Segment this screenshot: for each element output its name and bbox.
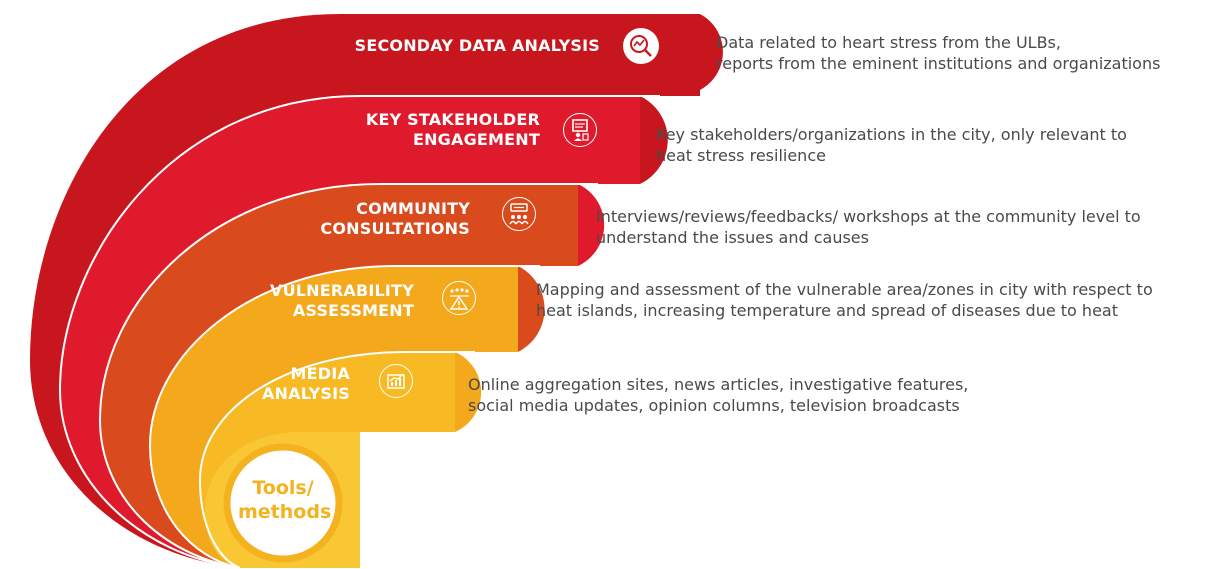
band-4-label-line-1: VULNERABILITY [270,281,414,300]
band-1-desc-line-1: Data related to heart stress from the UL… [716,33,1061,52]
center-label-line-2: methods [238,501,332,523]
band-4-description: Mapping and assessment of the vulnerable… [536,279,1153,321]
band-5-desc-line-2: social media updates, opinion columns, t… [468,396,960,415]
band-5-label-line-2: ANALYSIS [261,384,350,403]
band-3-label-line-1: COMMUNITY [356,199,470,218]
center-label: Tools/ methods [238,476,332,524]
band-2-label-line-1: KEY STAKEHOLDER [365,110,540,129]
band-1-label-line-1: SECONDAY DATA ANALYSIS [354,36,600,55]
community-meeting-icon [502,197,536,231]
band-2-label: KEY STAKEHOLDER ENGAGEMENT [366,110,540,150]
band-3-desc-line-2: understand the issues and causes [596,228,869,247]
band-3-description: Interviews/reviews/feedbacks/ workshops … [596,206,1141,248]
band-4-label: VULNERABILITY ASSESSMENT [270,281,414,321]
magnifier-chart-icon [623,28,659,64]
band-3-label-line-2: CONSULTATIONS [320,219,470,238]
center-circle [223,443,343,563]
band-2-desc-line-2: heat stress resilience [656,146,826,165]
media-chart-icon [379,364,413,398]
band-2-label-line-2: ENGAGEMENT [412,130,540,149]
band-5-label: MEDIA ANALYSIS [262,364,350,404]
band-4-desc-line-2: heat islands, increasing temperature and… [536,301,1118,320]
band-1-label: SECONDAY DATA ANALYSIS [355,36,600,56]
band-1-cap [660,14,723,95]
band-4-desc-line-1: Mapping and assessment of the vulnerable… [536,280,1153,299]
band-2-description: Key stakeholders/organizations in the ci… [656,124,1127,166]
presentation-board-icon [563,113,597,147]
band-3-desc-line-1: Interviews/reviews/feedbacks/ workshops … [596,207,1141,226]
band-5-description: Online aggregation sites, news articles,… [468,374,968,416]
band-5-label-line-1: MEDIA [290,364,350,383]
people-warning-icon [442,281,476,315]
band-5-desc-line-1: Online aggregation sites, news articles,… [468,375,969,394]
band-2-desc-line-1: Key stakeholders/organizations in the ci… [656,125,1127,144]
center-label-line-1: Tools/ [252,477,314,499]
band-3-label: COMMUNITY CONSULTATIONS [320,199,470,239]
band-1-description: Data related to heart stress from the UL… [716,32,1160,74]
band-1-desc-line-2: reports from the eminent institutions an… [716,54,1161,73]
band-4-label-line-2: ASSESSMENT [292,301,414,320]
